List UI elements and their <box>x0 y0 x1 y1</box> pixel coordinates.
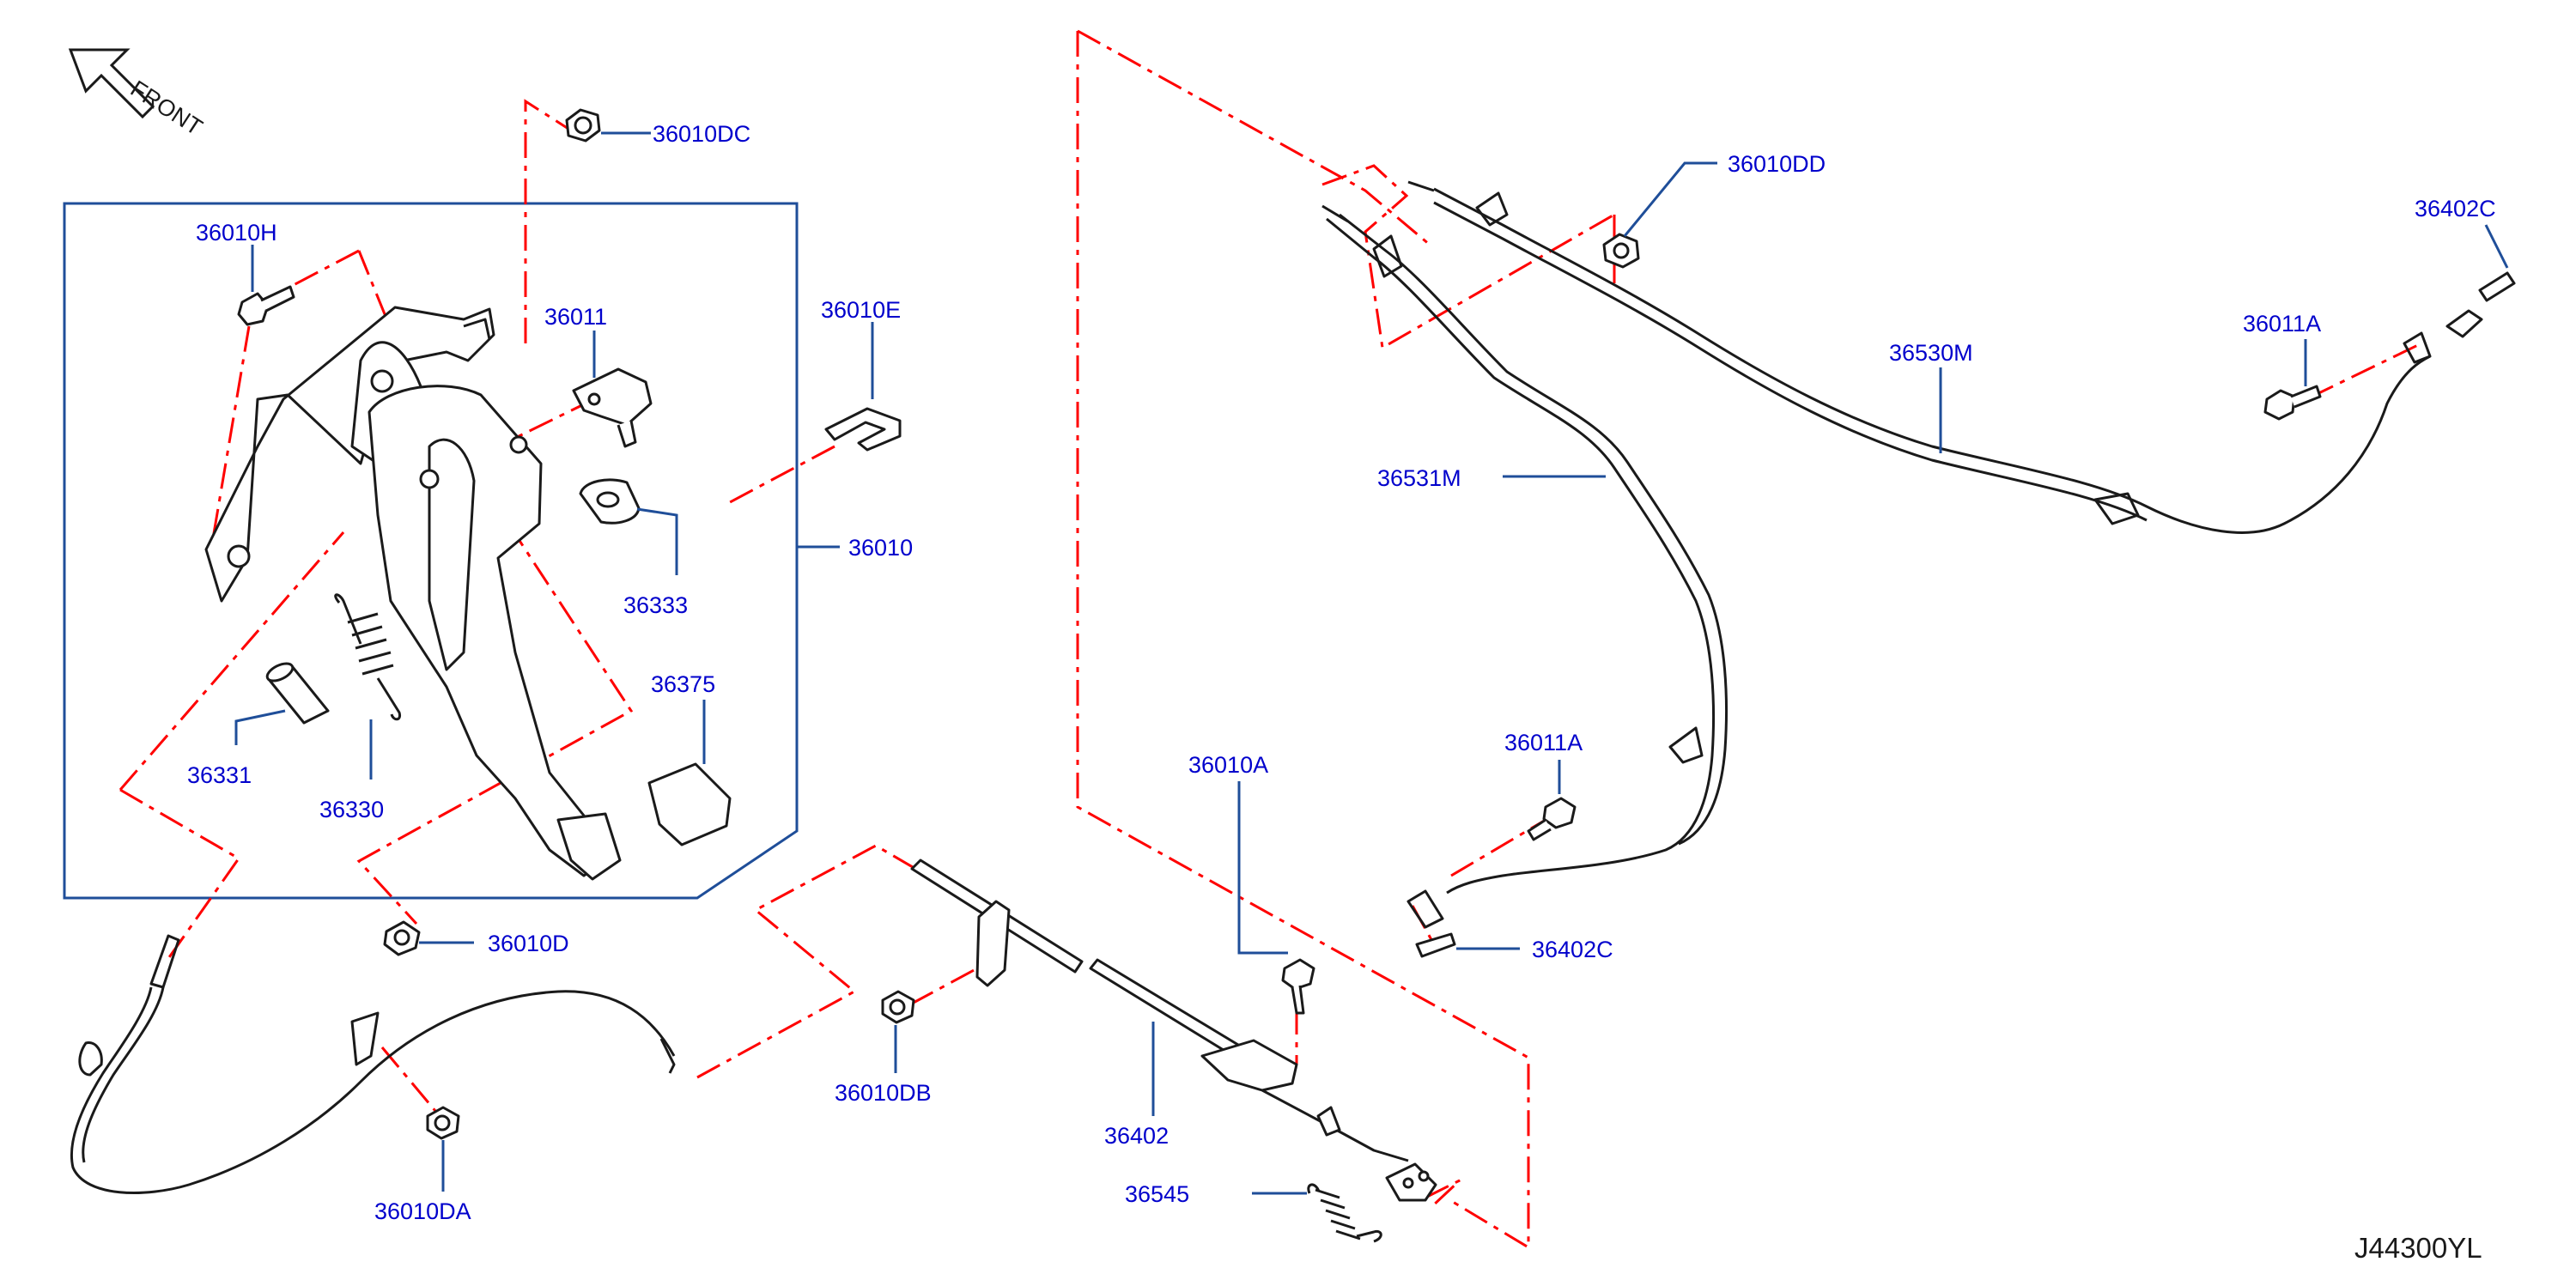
callout-label: 36402C <box>1532 937 1613 962</box>
callout-label: 36011A <box>1504 730 1583 755</box>
callout-label: 36530M <box>1889 340 1973 366</box>
switch-36011-icon <box>572 367 653 448</box>
front-cable-icon <box>70 934 676 1195</box>
callout-label: 36010H <box>196 220 277 246</box>
nut-36010d-icon <box>383 920 421 956</box>
nut-36010dd-icon <box>1602 233 1640 269</box>
pin-36402c-right-icon <box>2478 271 2516 302</box>
callout-label: 36011A <box>2243 311 2321 337</box>
callout-label: 36330 <box>319 797 384 822</box>
callout-label: 36402 <box>1104 1123 1169 1149</box>
callout-label: 36011 <box>544 304 607 330</box>
diagram-reference-code: J44300YL <box>2354 1232 2482 1264</box>
rod-36402-icon <box>910 858 1437 1202</box>
front-arrow-icon <box>68 48 155 119</box>
bolt-36011a-left-icon <box>1527 797 1577 841</box>
callout-label: 36010E <box>821 297 901 323</box>
callout-label: 36010 <box>848 535 913 561</box>
callout-label: 36010A <box>1188 752 1268 778</box>
pedal-pad-36375-icon <box>647 762 732 846</box>
part-drawings <box>70 108 2516 1243</box>
spring-36545-icon <box>1307 1183 1382 1243</box>
bolt-36011a-right-icon <box>2263 385 2322 421</box>
bolt-36010a-icon <box>1281 958 1315 1015</box>
stopper-36333-icon <box>579 478 641 525</box>
callout-label: 36010DC <box>653 121 750 147</box>
cable-36531m-icon <box>1321 204 1728 929</box>
callout-label: 36010D <box>488 931 569 956</box>
callout-labels: 36010DC 36010H 36011 36010E 36010 36333 … <box>187 121 2496 1224</box>
leader-lines <box>234 131 2509 1195</box>
pin-36402c-left-icon <box>1415 932 1456 958</box>
callout-label: 36010DB <box>835 1080 932 1106</box>
pedal-assembly-icon <box>204 306 622 881</box>
callout-label: 36545 <box>1125 1181 1189 1207</box>
callout-label: 36531M <box>1377 465 1461 491</box>
cable-36530m-icon <box>1407 180 2483 534</box>
bushing-36331-icon <box>265 662 330 725</box>
clip-36010e-icon <box>824 407 902 452</box>
callout-label: 36010DD <box>1728 151 1826 177</box>
spring-36330-icon <box>334 593 402 721</box>
nut-36010db-icon <box>881 990 915 1024</box>
callout-label: 36333 <box>623 592 688 618</box>
callout-label: 36375 <box>651 671 715 697</box>
callout-label: 36331 <box>187 762 252 788</box>
callout-label: 36402C <box>2415 196 2496 221</box>
front-label: FRONT <box>126 76 207 141</box>
nut-36010da-icon <box>426 1106 460 1140</box>
nut-36010dc-icon <box>565 108 601 143</box>
callout-label: 36010DA <box>374 1198 471 1224</box>
bolt-36010h-icon <box>237 285 295 326</box>
assembly-box-36010 <box>63 202 799 900</box>
